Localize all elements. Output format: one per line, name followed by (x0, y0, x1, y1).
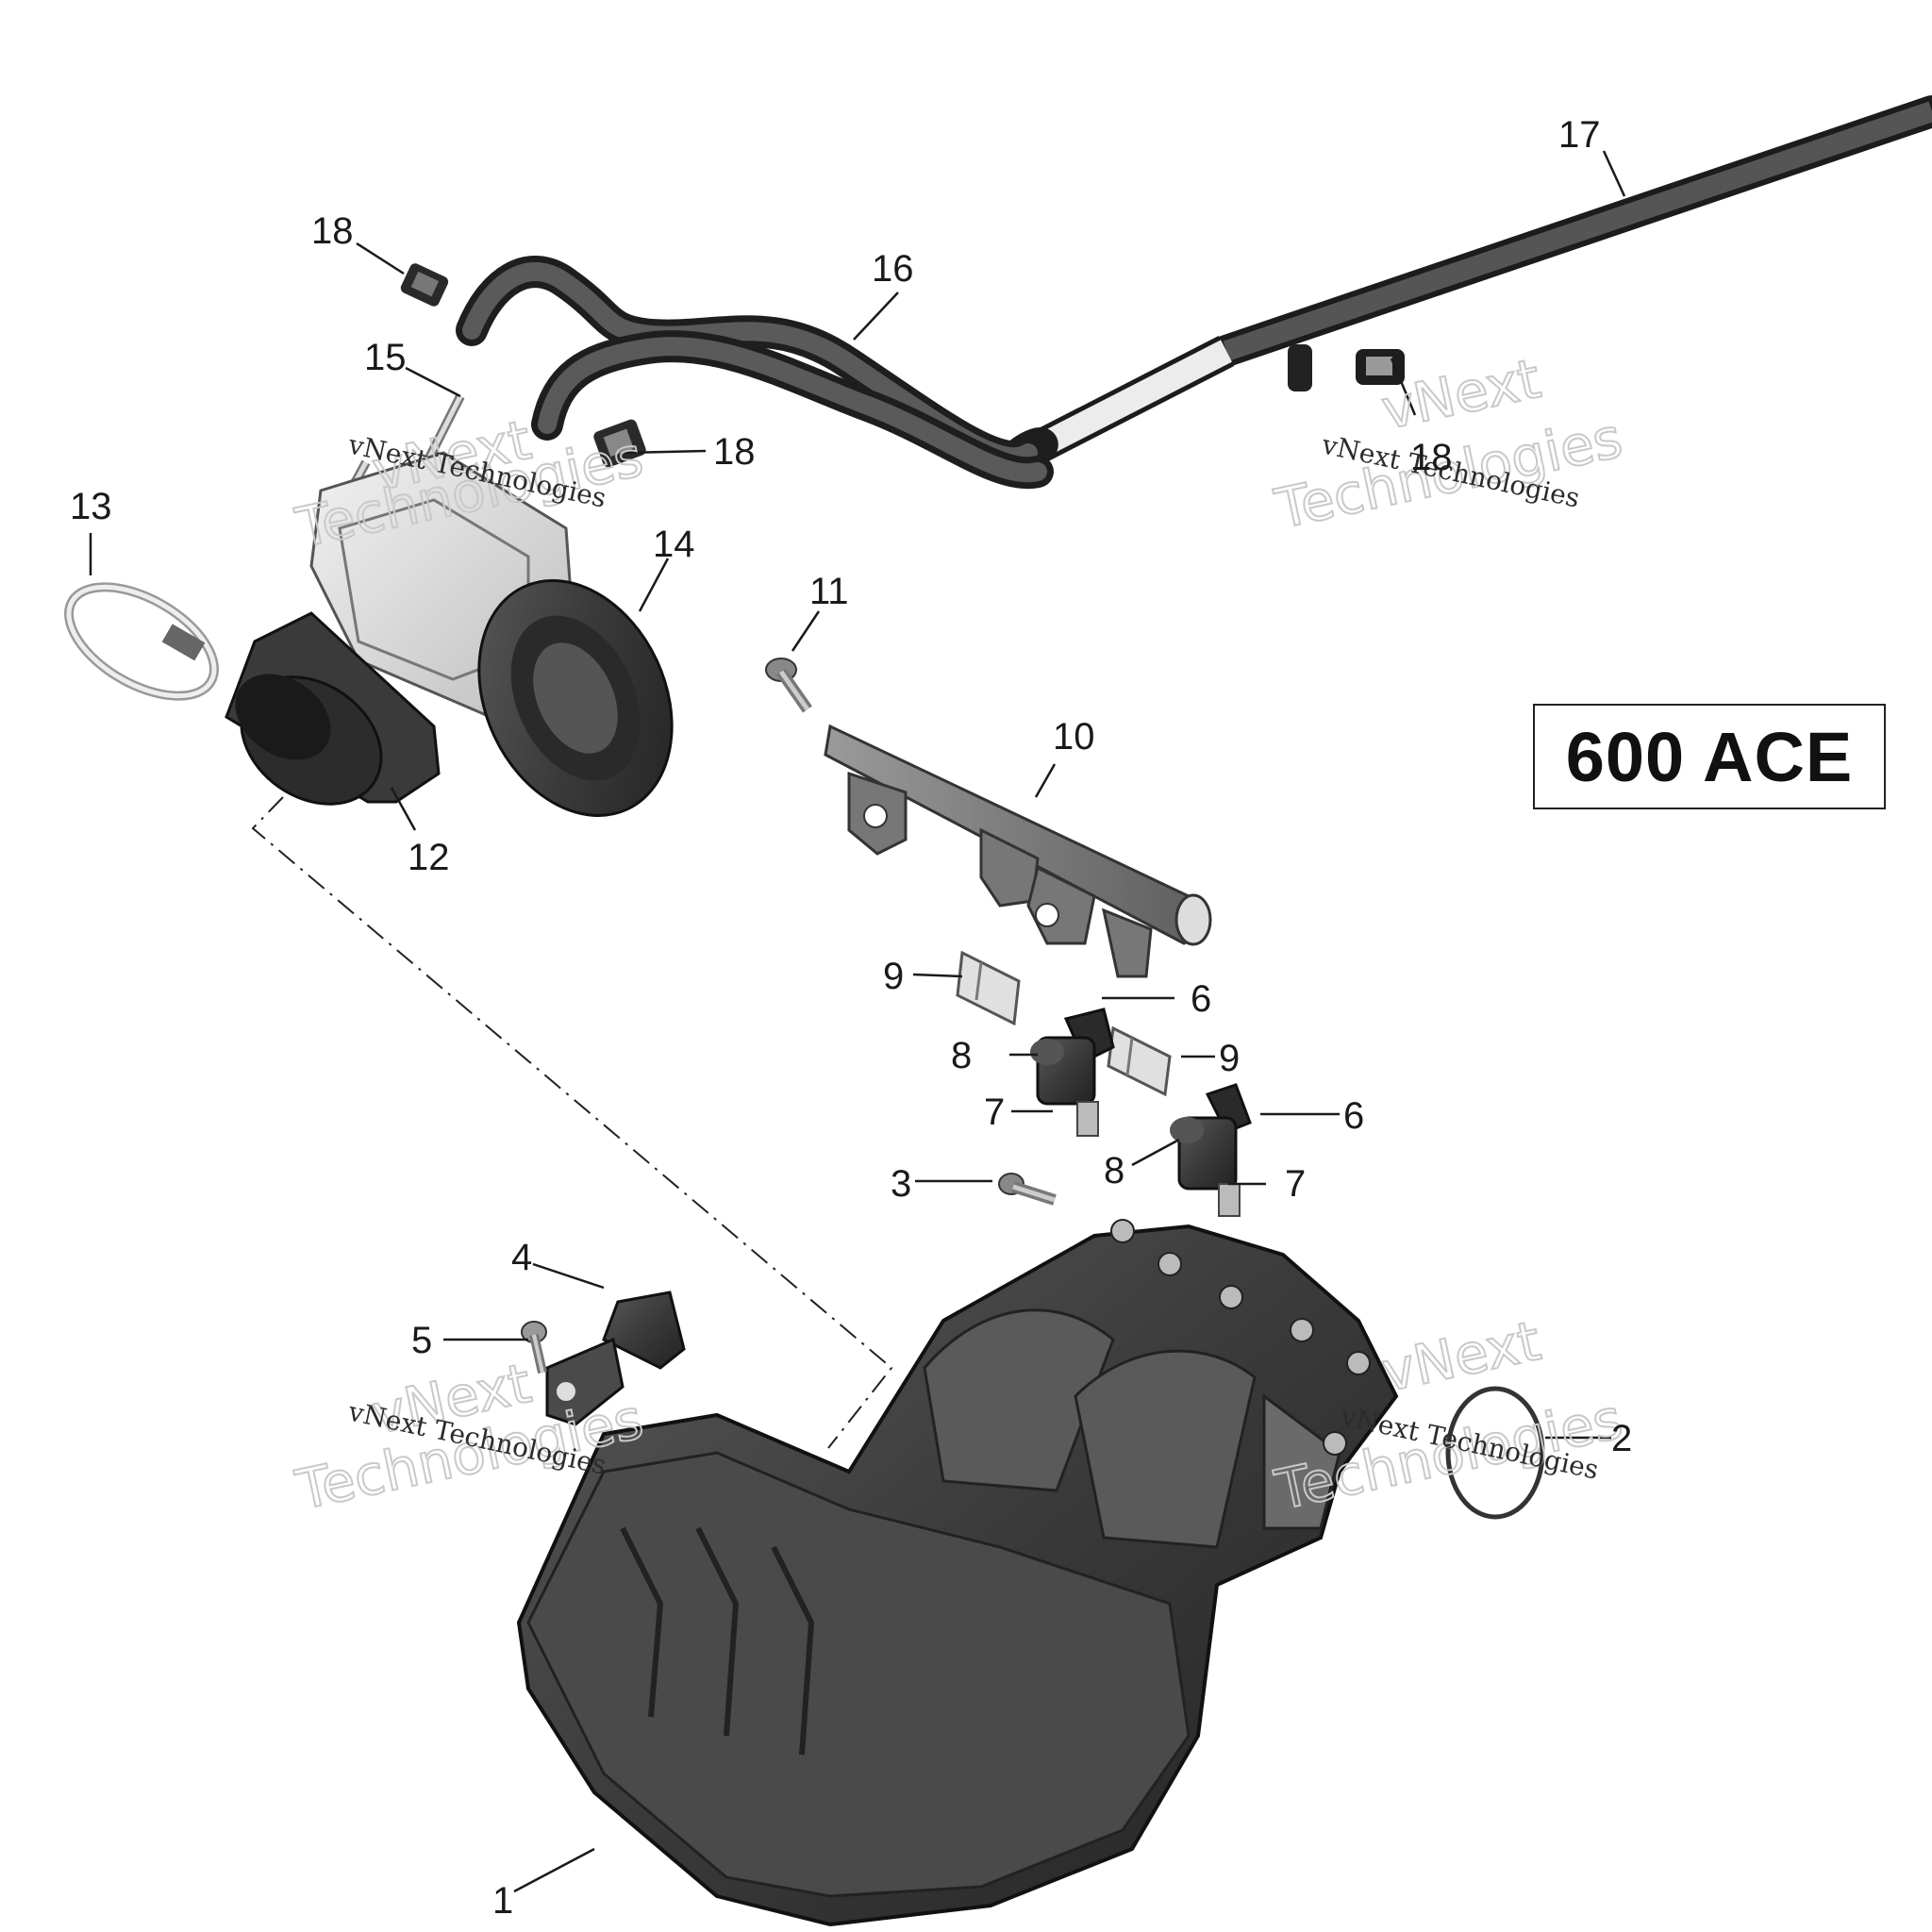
callout-9-lower: 9 (1219, 1038, 1240, 1079)
callout-15: 15 (364, 337, 407, 378)
callout-8-upper: 8 (951, 1035, 972, 1076)
throttle-body-14 (309, 451, 674, 817)
leader-lines (89, 150, 1626, 1893)
callout-labels: 17 16 18 15 18 18 13 14 11 10 12 9 6 8 9… (70, 114, 1632, 1922)
intake-manifold-1 (516, 1219, 1399, 1927)
callout-8-lower: 8 (1104, 1150, 1124, 1191)
vent-hose-16 (456, 256, 1312, 490)
assembly-line (251, 796, 893, 1449)
screw-11 (765, 658, 812, 713)
retaining-clip-9-upper (956, 950, 1021, 1026)
callout-5: 5 (411, 1320, 432, 1361)
svg-text:vNext: vNext (1376, 1308, 1546, 1405)
hose-clamp-18-right (1356, 349, 1405, 385)
o-ring-2 (1445, 1386, 1545, 1520)
callout-7-upper: 7 (984, 1091, 1005, 1133)
callout-18-top: 18 (311, 210, 354, 252)
fuel-injector-upper (1030, 1008, 1115, 1137)
model-label-box: 600 ACE (1533, 704, 1886, 809)
callout-11: 11 (809, 571, 849, 612)
hose-clamp-18-top (400, 263, 449, 307)
model-label: 600 ACE (1565, 717, 1854, 796)
throttle-adapter-12 (225, 611, 441, 806)
callout-9-upper: 9 (883, 956, 904, 997)
callout-4: 4 (511, 1237, 532, 1278)
callout-2: 2 (1611, 1418, 1632, 1459)
map-sensor-4 (545, 1291, 686, 1426)
callout-1: 1 (492, 1880, 513, 1922)
callout-3: 3 (891, 1163, 911, 1205)
callout-18-right: 18 (1410, 437, 1453, 478)
screw-5 (521, 1321, 547, 1374)
callout-18-mid: 18 (713, 431, 756, 473)
clamp-13 (64, 582, 219, 701)
callout-6-lower: 6 (1343, 1095, 1364, 1137)
callout-12: 12 (408, 837, 450, 878)
retaining-clip-9-lower (1107, 1025, 1172, 1097)
screw-3 (998, 1173, 1057, 1206)
callout-6-upper: 6 (1191, 978, 1211, 1020)
callout-16: 16 (872, 248, 914, 290)
callout-10: 10 (1053, 716, 1095, 758)
callout-14: 14 (653, 524, 695, 565)
fuel-injector-lower (1170, 1083, 1252, 1217)
callout-17: 17 (1558, 114, 1601, 156)
callout-7-lower: 7 (1285, 1163, 1306, 1205)
callout-13: 13 (70, 486, 112, 527)
fuel-rail-10 (824, 724, 1212, 978)
hose-clamp-18-mid (593, 419, 646, 468)
